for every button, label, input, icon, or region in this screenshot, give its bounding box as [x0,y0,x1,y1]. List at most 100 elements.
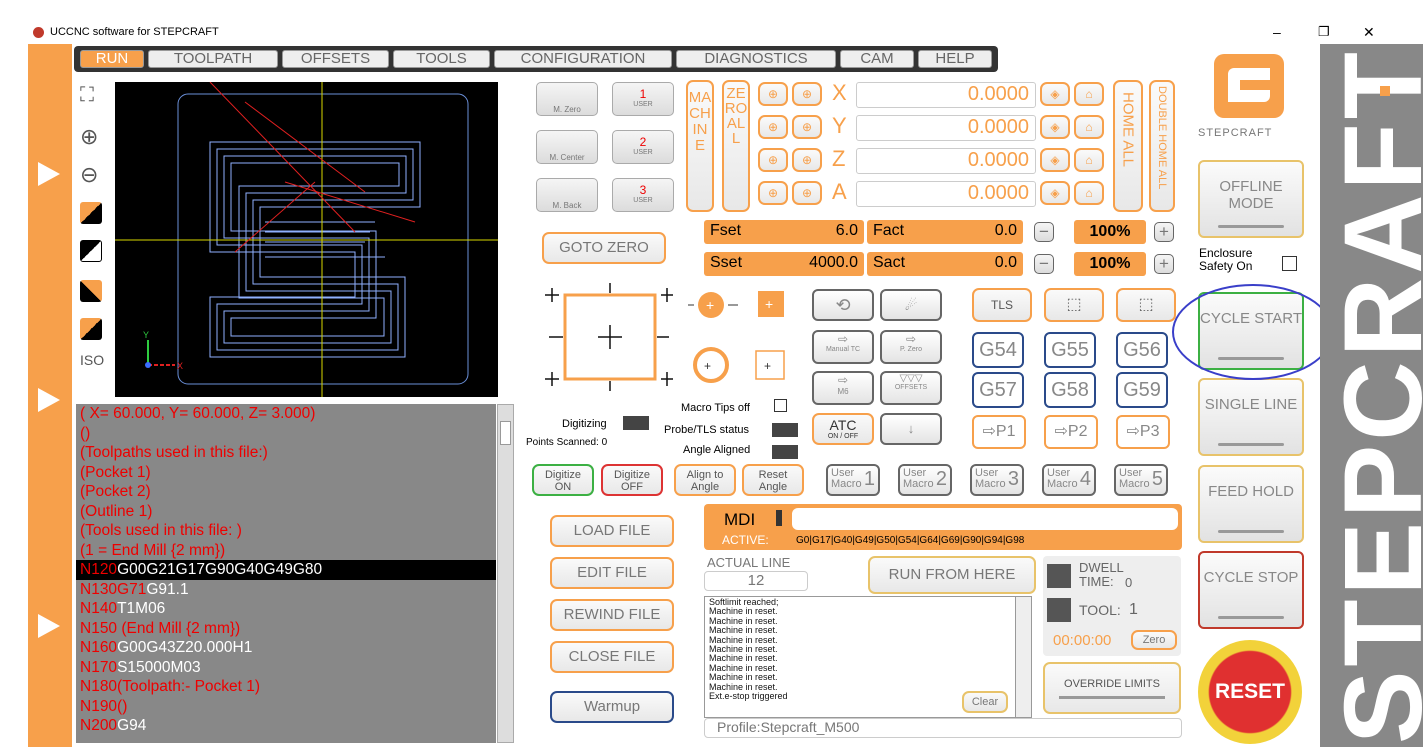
gcode-line[interactable]: (Outline 1) [76,502,496,522]
tab-offsets[interactable]: OFFSETS [282,50,389,68]
axis-zero-2-button[interactable]: ⊕ [758,148,788,172]
axis-dro[interactable]: 0.0000 [856,115,1036,141]
tab-configuration[interactable]: CONFIGURATION [494,50,672,68]
machine-back-button[interactable]: M. Back [536,178,598,212]
tab-toolpath[interactable]: TOOLPATH [148,50,278,68]
spindle-plus-button[interactable]: + [1154,254,1174,274]
axis-dro[interactable]: 0.0000 [856,181,1036,207]
clear-log-button[interactable]: Clear [962,691,1008,713]
gcode-line[interactable]: N120G00G21G17G90G40G49G80 [76,560,496,580]
axis-zero-1-button[interactable]: ⊕ [758,115,788,139]
axis-home-2-button[interactable]: ⌂ [1074,148,1104,172]
expand-arrow-icon[interactable] [38,614,60,638]
scroll-thumb[interactable] [500,421,511,445]
axis-center-1-button[interactable]: ⊕ [792,115,822,139]
gcode-line[interactable]: ( X= 60.000, Y= 60.000, Z= 3.000) [76,404,496,424]
run-from-here-button[interactable]: RUN FROM HERE [868,556,1036,594]
feed-plus-button[interactable]: + [1154,222,1174,242]
axis-goto-2-button[interactable]: ◈ [1040,148,1070,172]
g55-button[interactable]: G55 [1044,332,1096,368]
gcode-line[interactable]: (Pocket 1) [76,463,496,483]
machine-center-button[interactable]: M. Center [536,130,598,164]
feed-hold-button[interactable]: FEED HOLD [1198,465,1304,543]
gcode-line[interactable]: N140T1M06 [76,599,496,619]
g54-button[interactable]: G54 [972,332,1024,368]
axis-goto-1-button[interactable]: ◈ [1040,115,1070,139]
tab-tools[interactable]: TOOLS [393,50,490,68]
g59-button[interactable]: G59 [1116,372,1168,408]
gcode-line[interactable]: N180(Toolpath:- Pocket 1) [76,677,496,697]
p3-button[interactable]: ⇨P3 [1116,415,1170,449]
manual-tc-button[interactable]: ⇨Manual TC [812,330,874,364]
warmup-button[interactable]: Warmup [550,691,674,723]
axis-dro[interactable]: 0.0000 [856,148,1036,174]
gcode-scrollbar[interactable] [497,404,514,743]
atc-down-button[interactable]: ↓ [880,413,942,445]
axis-zero-3-button[interactable]: ⊕ [758,181,788,205]
coolant-button[interactable]: ☄ [880,289,942,321]
tls-button[interactable]: TLS [972,288,1032,322]
machine-zero-button[interactable]: M. Zero [536,82,598,116]
axis-goto-0-button[interactable]: ◈ [1040,82,1070,106]
gcode-listing[interactable]: ( X= 60.000, Y= 60.000, Z= 3.000)()(Tool… [76,404,496,743]
g58-button[interactable]: G58 [1044,372,1096,408]
tab-help[interactable]: HELP [918,50,992,68]
axis-dro[interactable]: 0.0000 [856,82,1036,108]
zoom-in-icon[interactable]: ⊕ [80,124,99,149]
spindle-rotate-button[interactable]: ⟲ [812,289,874,321]
axis-center-0-button[interactable]: ⊕ [792,82,822,106]
double-home-all-button[interactable]: DOUBLE HOME ALL [1149,80,1175,212]
gcode-line[interactable]: N170S15000M03 [76,658,496,678]
mdi-input[interactable] [792,508,1178,530]
gcode-line[interactable]: N160G00G43Z20.000H1 [76,638,496,658]
override-limits-button[interactable]: OVERRIDE LIMITS [1043,662,1181,714]
jog-xy-pad[interactable] [545,283,673,391]
close-icon[interactable]: ✕ [1363,24,1375,40]
tab-cam[interactable]: CAM [840,50,914,68]
m6-button[interactable]: ⇨M6 [812,371,874,405]
goto-zero-button[interactable]: GOTO ZERO [542,232,666,264]
g57-button[interactable]: G57 [972,372,1024,408]
jog-center-buttons[interactable]: + + + + [688,287,798,387]
timer-zero-button[interactable]: Zero [1131,630,1177,650]
machine-coords-button[interactable]: MACHINE [686,80,714,212]
axis-center-2-button[interactable]: ⊕ [792,148,822,172]
edit-file-button[interactable]: EDIT FILE [550,557,674,589]
axis-goto-3-button[interactable]: ◈ [1040,181,1070,205]
offline-mode-button[interactable]: OFFLINE MODE [1198,160,1304,238]
view-front-icon[interactable] [80,240,102,262]
fit-view-icon[interactable]: ⛶ [80,84,94,106]
g56-button[interactable]: G56 [1116,332,1168,368]
p1-button[interactable]: ⇨P1 [972,415,1026,449]
axis-zero-0-button[interactable]: ⊕ [758,82,788,106]
expand-arrow-icon[interactable] [38,162,60,186]
view-back-icon[interactable] [80,318,102,340]
gcode-line[interactable]: N150 (End Mill {2 mm}) [76,619,496,639]
offsets-button[interactable]: ▽▽▽OFFSETS [880,371,942,405]
p2-button[interactable]: ⇨P2 [1044,415,1098,449]
iso-view-label[interactable]: ISO [80,352,105,368]
log-scrollbar[interactable] [1015,596,1032,718]
zero-all-button[interactable]: ZERO ALL [722,80,750,212]
load-file-button[interactable]: LOAD FILE [550,515,674,547]
single-line-button[interactable]: SINGLE LINE [1198,378,1304,456]
minimize-icon[interactable]: – [1273,24,1281,40]
gcode-line[interactable]: () [76,424,496,444]
gcode-line[interactable]: N200G94 [76,716,496,736]
restore-icon[interactable]: ❐ [1318,24,1330,39]
axis-home-0-button[interactable]: ⌂ [1074,82,1104,106]
actual-line-value[interactable]: 12 [704,571,808,591]
expand-arrow-icon[interactable] [38,388,60,412]
gcode-line[interactable]: (1 = End Mill {2 mm}) [76,541,496,561]
